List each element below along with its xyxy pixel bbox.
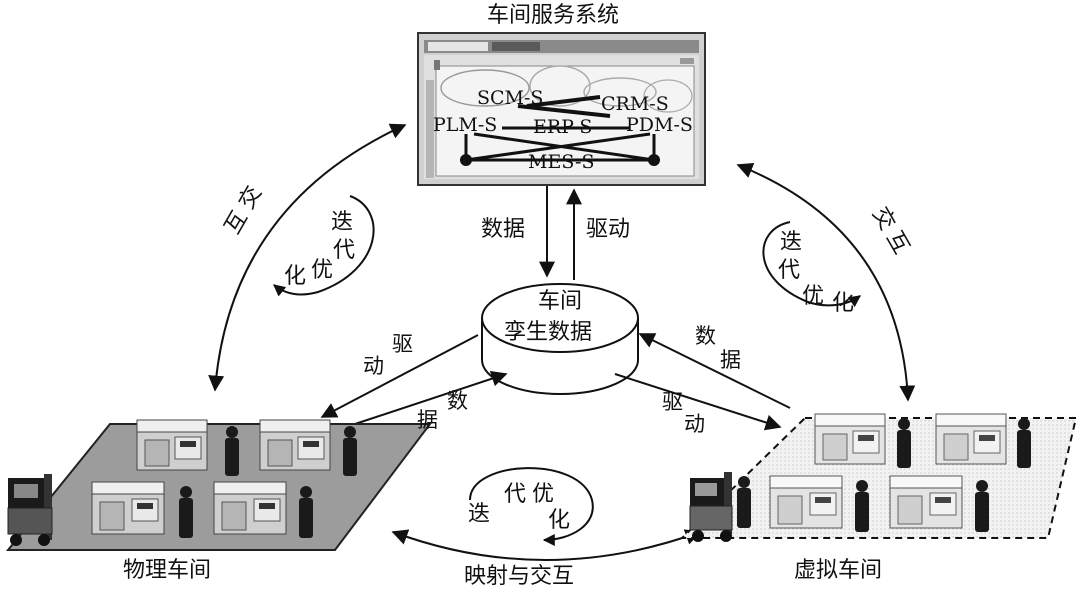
left-drive-char-2: 动 <box>363 354 384 378</box>
left-optimize-loop <box>273 195 375 297</box>
physical-machine-3 <box>91 481 193 538</box>
service-system-title: 车间服务系统 <box>487 3 620 28</box>
physical-to-cylinder-data-arrow <box>351 370 508 426</box>
right-drive-char-1: 驱 <box>662 390 683 414</box>
right-data-char-1: 数 <box>695 324 716 348</box>
drive-up-label: 驱动 <box>586 217 631 242</box>
virtual-machine-1 <box>814 413 911 468</box>
bottom-mapping-arc <box>391 529 702 561</box>
right-optimize-char-2: 代 <box>778 258 801 283</box>
cylinder-to-virtual-drive-arrow <box>614 373 782 431</box>
right-optimize-char-4: 化 <box>832 291 855 316</box>
left-data-char-1: 数 <box>447 389 468 413</box>
bottom-optimize-loop <box>469 467 594 546</box>
virtual-machine-2 <box>935 413 1031 468</box>
bottom-optimize-char-4: 化 <box>548 508 571 533</box>
plm-node-label: PLM-S <box>433 114 497 136</box>
service-system-screen: SCM-S CRM-S PLM-S ERP-S PDM-S MES-S <box>417 32 706 186</box>
right-optimize-loop <box>762 221 861 308</box>
pdm-node-label: PDM-S <box>626 114 693 136</box>
bottom-optimize-char-2: 代 <box>504 482 527 507</box>
physical-cart <box>7 474 53 546</box>
bottom-optimize-char-3: 优 <box>532 482 555 507</box>
crm-node-label: CRM-S <box>601 93 669 115</box>
bottom-optimize-char-1: 迭 <box>468 502 491 527</box>
physical-machine-1 <box>136 419 239 476</box>
erp-node-label: ERP-S <box>533 116 592 138</box>
left-data-char-2: 据 <box>417 408 438 432</box>
data-down-label: 数据 <box>481 217 526 242</box>
scm-node-label: SCM-S <box>477 87 543 109</box>
right-optimize-char-1: 迭 <box>780 230 803 255</box>
right-drive-char-2: 动 <box>684 412 705 436</box>
twin-data-cylinder <box>481 283 639 395</box>
bottom-interaction-label: 映射与交互 <box>464 564 575 589</box>
left-optimize-char-4: 化 <box>284 264 307 289</box>
virtual-cart <box>689 472 751 542</box>
left-optimize-char-2: 代 <box>333 238 356 263</box>
virtual-workshop-label: 虚拟车间 <box>794 558 883 583</box>
right-optimize-char-3: 优 <box>802 284 825 309</box>
physical-machine-2 <box>259 419 357 476</box>
virtual-machine-3 <box>769 475 869 532</box>
physical-workshop-label: 物理车间 <box>123 558 212 583</box>
right-data-char-2: 据 <box>720 348 741 372</box>
mes-node-label: MES-S <box>528 151 594 173</box>
virtual-machine-4 <box>889 475 989 532</box>
left-interaction-arc <box>208 123 407 392</box>
left-drive-char-1: 驱 <box>392 332 413 356</box>
twin-data-line2: 孪生数据 <box>504 320 593 345</box>
left-optimize-char-3: 优 <box>311 258 334 283</box>
twin-data-line1: 车间 <box>538 289 583 314</box>
virtual-workshop <box>679 413 1078 542</box>
physical-workshop <box>5 419 433 551</box>
physical-machine-4 <box>213 481 313 538</box>
right-interaction-arc <box>736 162 916 402</box>
left-optimize-char-1: 迭 <box>331 210 354 235</box>
